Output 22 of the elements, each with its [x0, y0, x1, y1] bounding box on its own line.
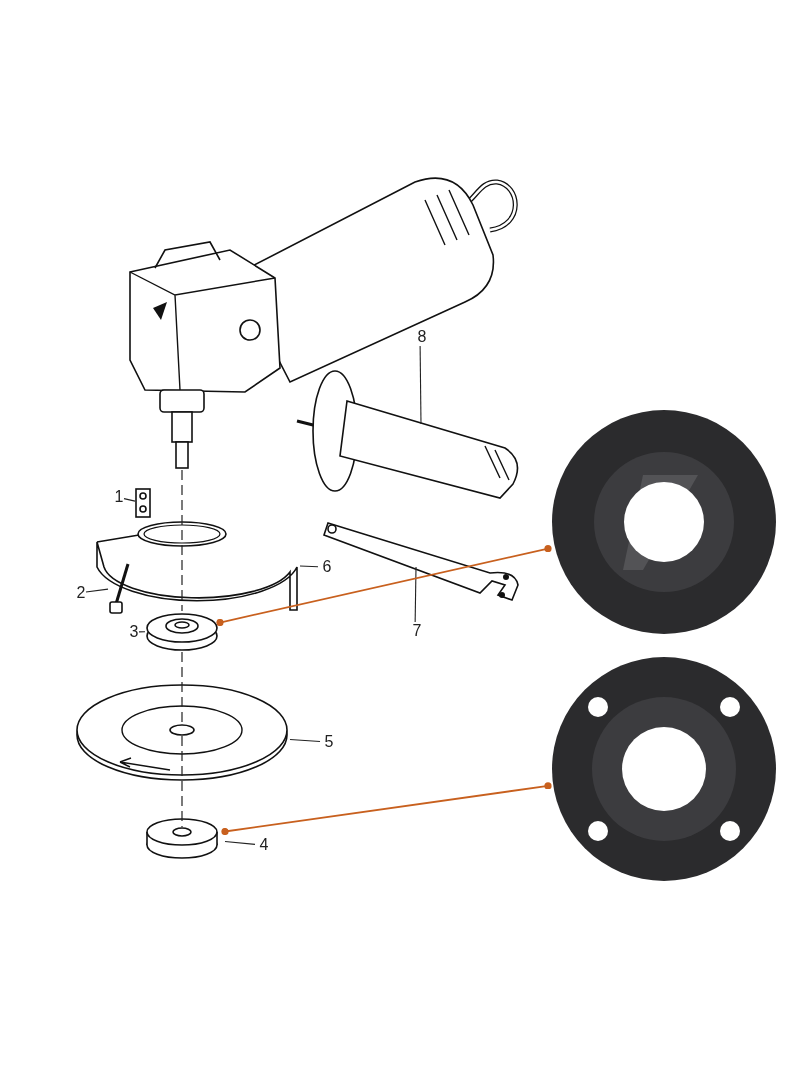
leader-line [181, 651, 183, 725]
callout-number: 7 [408, 622, 426, 640]
leader-line [224, 840, 256, 845]
callout-number: 5 [320, 733, 338, 751]
leader-line [123, 498, 136, 502]
callout-number: 1 [110, 488, 128, 506]
leader-line [289, 739, 321, 743]
callout-number: 4 [255, 836, 273, 854]
leader-line [216, 545, 552, 627]
callout-number: 8 [413, 328, 431, 346]
clamp-plate-drawing [135, 488, 151, 518]
leader-line [138, 631, 146, 633]
leader-line [181, 735, 183, 828]
callout-number: 2 [72, 584, 90, 602]
callout-number: 6 [318, 558, 336, 576]
leader-line [414, 566, 417, 623]
leader-line [85, 588, 109, 593]
leader-line [221, 782, 552, 836]
callout-number: 3 [125, 623, 143, 641]
leader-line [299, 565, 319, 568]
inner-flange-drawing [145, 610, 220, 652]
leader-line [419, 345, 422, 425]
